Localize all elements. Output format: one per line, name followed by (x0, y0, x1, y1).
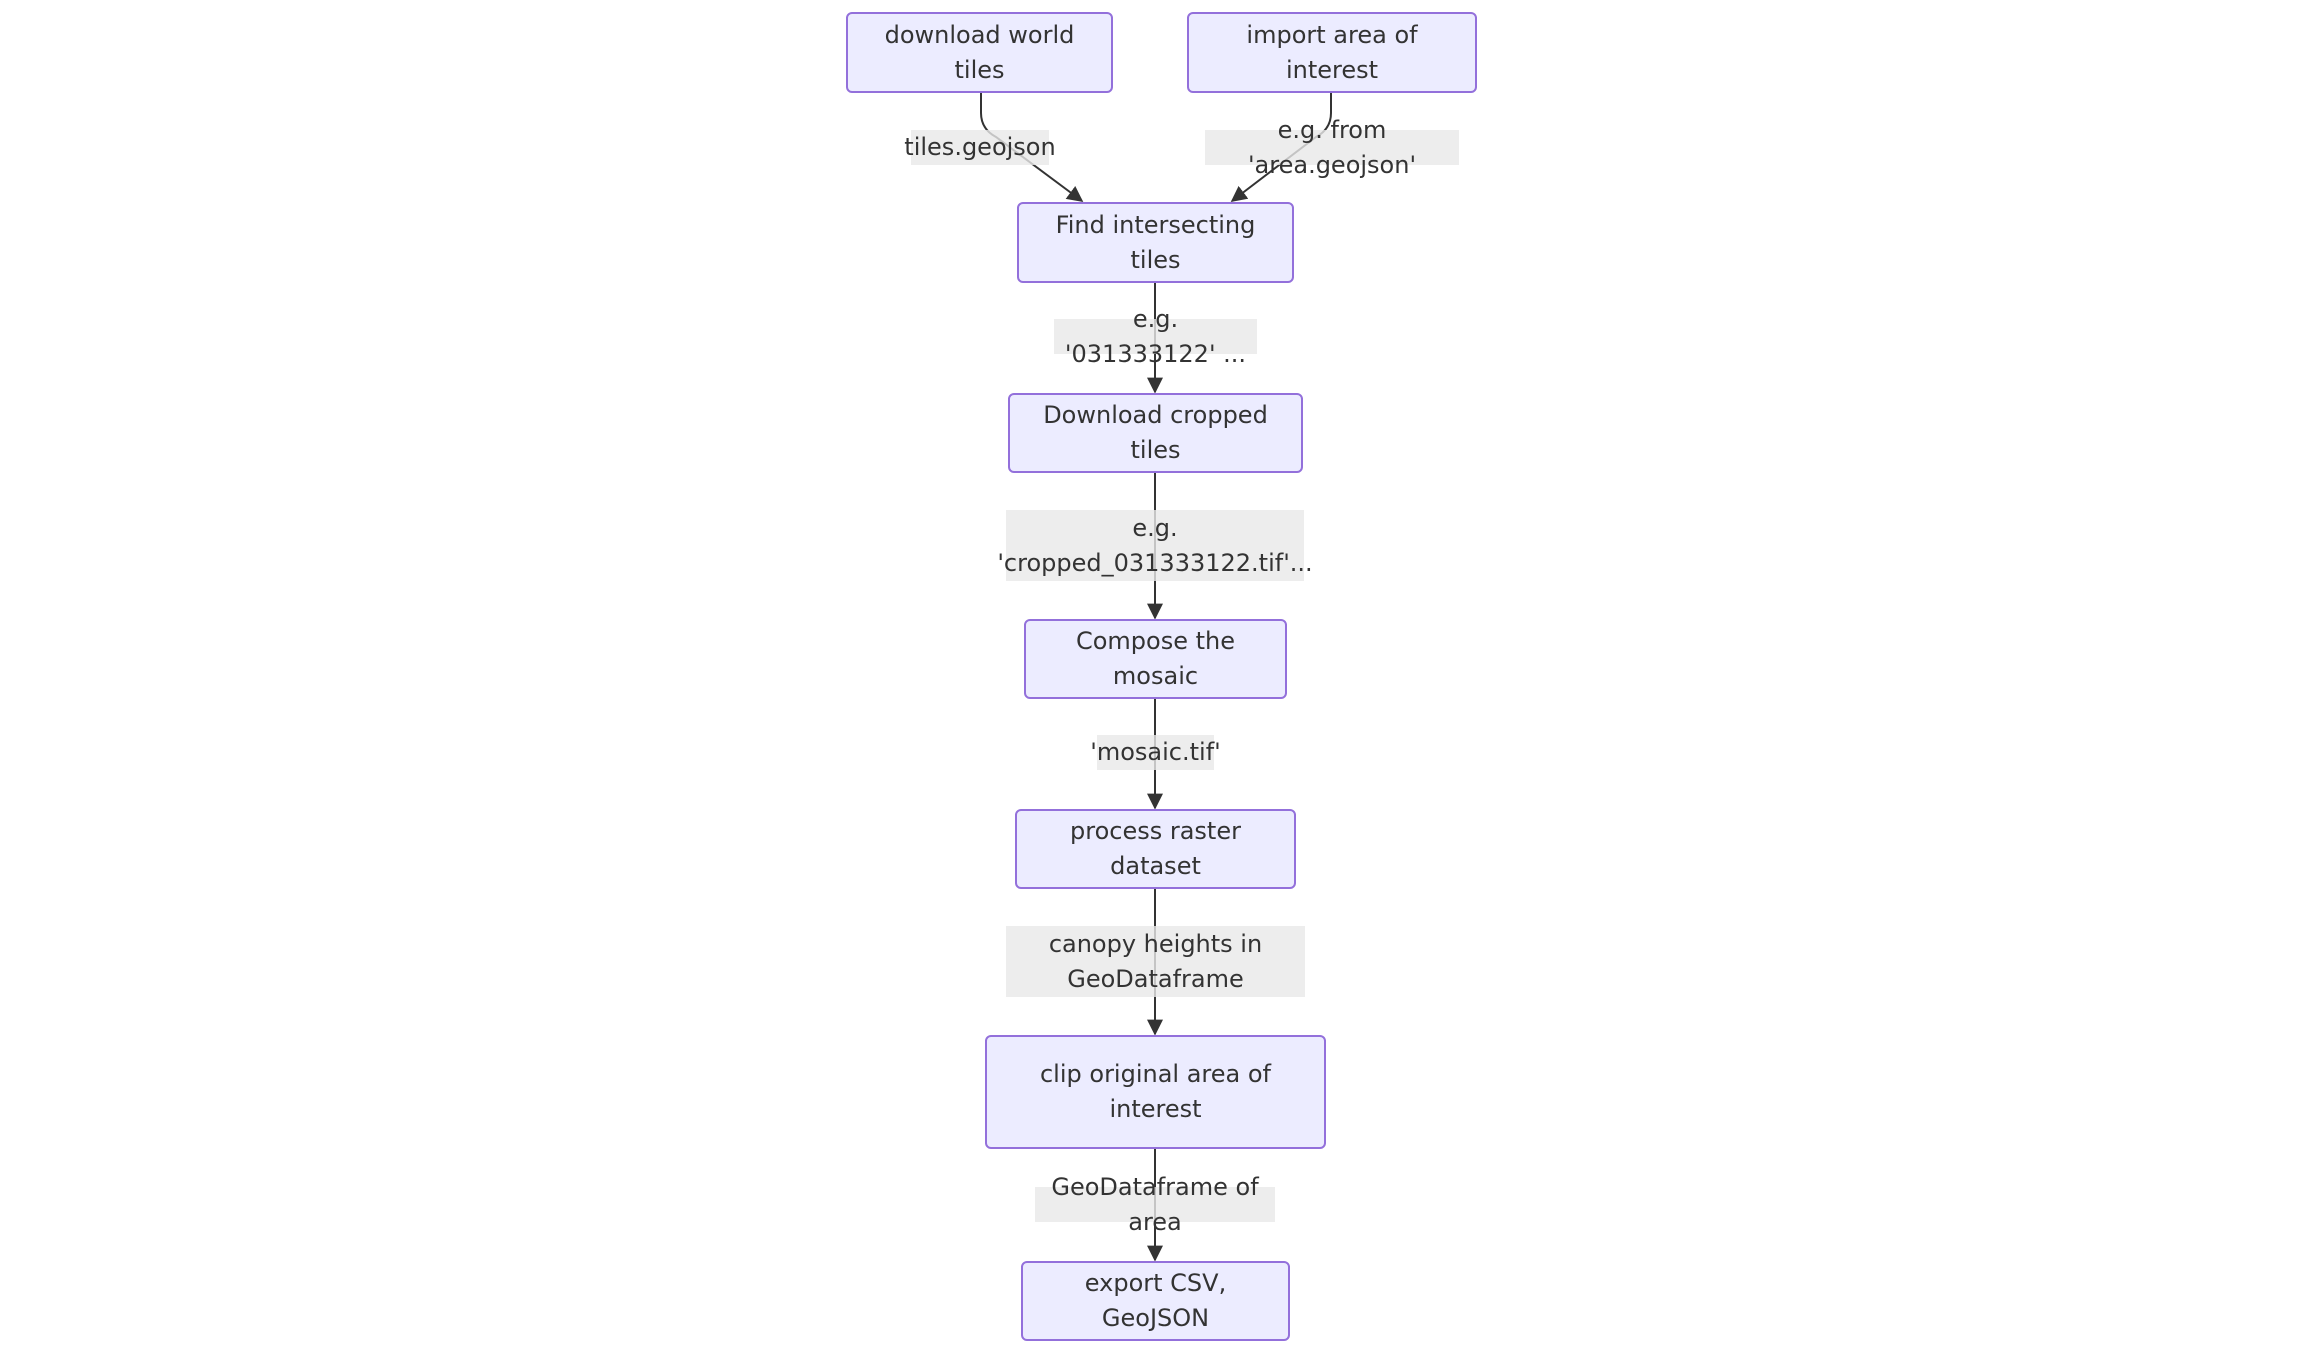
node-download-cropped-tiles-label: Download cropped tiles (1043, 401, 1268, 464)
node-import-area-of-interest[interactable]: import area of interest (1187, 12, 1477, 93)
node-clip-original-area-label: clip original area of interest (1039, 1060, 1271, 1123)
node-process-raster-dataset[interactable]: process raster dataset (1015, 809, 1296, 889)
edge-label-geodataframe-of-area: GeoDataframe of area (1035, 1173, 1275, 1236)
node-compose-the-mosaic-label: Compose the mosaic (1075, 627, 1236, 690)
edge-label-mosaic-tif: 'mosaic.tif' (1090, 735, 1221, 770)
node-export-csv-geojson-label: export CSV, GeoJSON (1084, 1269, 1227, 1332)
edge-label-tile-ids: e.g. '031333122' ... (1054, 305, 1257, 368)
node-download-world-tiles[interactable]: download world tiles (846, 12, 1113, 93)
node-download-cropped-tiles[interactable]: Download cropped tiles (1008, 393, 1303, 473)
edge-label-cropped-files: e.g. 'cropped_031333122.tif'... (997, 510, 1313, 581)
node-export-csv-geojson[interactable]: export CSV, GeoJSON (1021, 1261, 1290, 1341)
node-process-raster-dataset-label: process raster dataset (1070, 817, 1241, 880)
edge-label-tiles-geojson: tiles.geojson (904, 130, 1056, 165)
node-find-intersecting-tiles[interactable]: Find intersecting tiles (1017, 202, 1294, 283)
node-find-intersecting-tiles-label: Find intersecting tiles (1055, 210, 1256, 274)
node-download-world-tiles-label: download world tiles (884, 20, 1075, 84)
edge-label-from-area-geojson: e.g. from 'area.geojson' (1205, 116, 1459, 179)
node-import-area-of-interest-label: import area of interest (1246, 20, 1418, 84)
edge-label-canopy-heights: canopy heights in GeoDataframe (1006, 926, 1305, 997)
node-compose-the-mosaic[interactable]: Compose the mosaic (1024, 619, 1287, 699)
node-clip-original-area[interactable]: clip original area of interest (985, 1035, 1326, 1149)
